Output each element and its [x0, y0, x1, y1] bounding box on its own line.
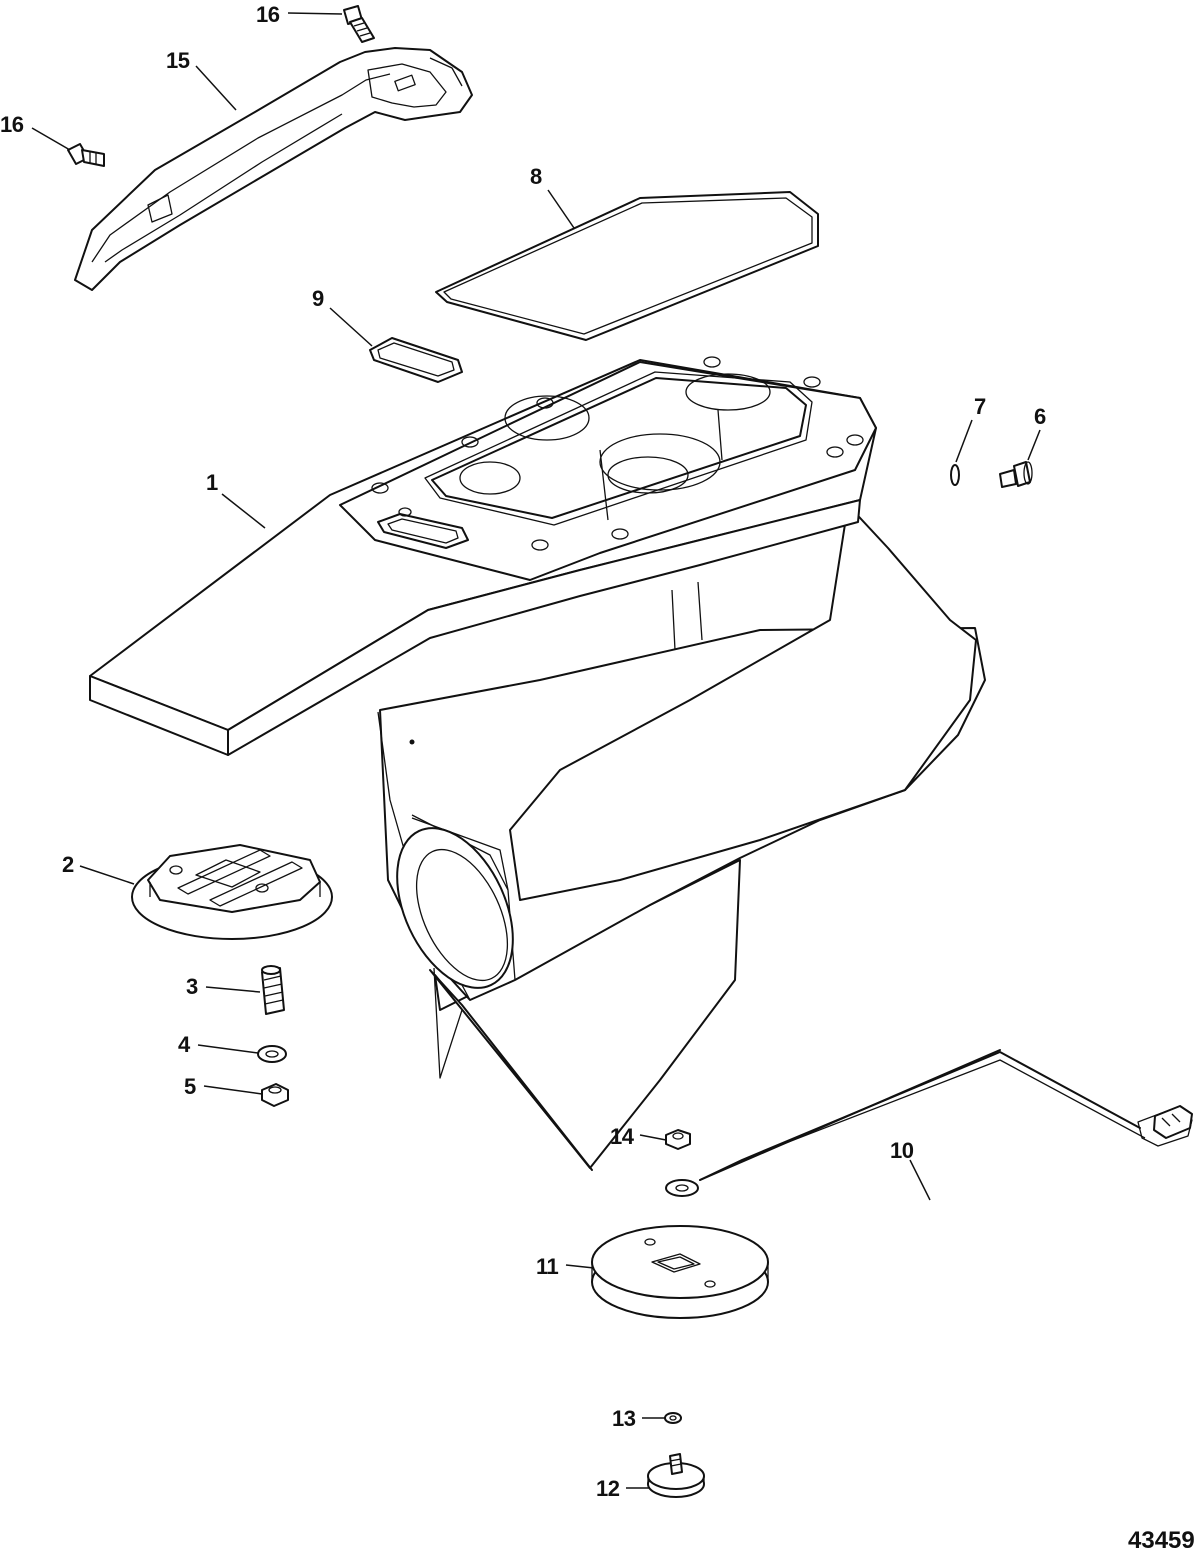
- callout-3: 3: [186, 974, 198, 999]
- part-10-ground-wire: [665, 1049, 1193, 1197]
- part-11-anode: [591, 1225, 769, 1319]
- callout-10: 10: [890, 1138, 914, 1163]
- callout-6: 6: [1034, 404, 1046, 429]
- part-14-nut: [665, 1129, 691, 1150]
- callout-12: 12: [596, 1476, 620, 1501]
- callout-8: 8: [530, 164, 542, 189]
- callout-15: 15: [166, 48, 190, 73]
- part-12-anode-screw: [647, 1453, 705, 1498]
- part-9-seal: [369, 337, 463, 383]
- part-16-screw-left: [67, 143, 105, 167]
- callout-1: 1: [206, 470, 218, 495]
- part-1-gear-housing: [89, 356, 986, 1171]
- part-2-plate: [131, 844, 333, 940]
- part-7-o-ring: [950, 464, 960, 486]
- figure-number: 43459: [1128, 1527, 1195, 1554]
- part-4-washer: [257, 1045, 287, 1063]
- callout-13: 13: [612, 1406, 636, 1431]
- part-15-handle-cover: [74, 47, 473, 291]
- callout-4: 4: [178, 1032, 191, 1057]
- leader-lines: [31, 12, 1041, 1489]
- part-3-stud: [261, 965, 285, 1015]
- part-16-screw-top: [343, 5, 375, 43]
- callout-16-left: 16: [0, 112, 24, 137]
- part-5-nut: [261, 1083, 289, 1107]
- callout-9: 9: [312, 286, 324, 311]
- callout-2: 2: [62, 852, 74, 877]
- callout-14: 14: [610, 1124, 635, 1149]
- callout-5: 5: [184, 1074, 196, 1099]
- callout-labels: 16 15 16 8 9 1 7 6 2 3 4 5 10 14 11 13 1…: [0, 2, 1047, 1501]
- part-13-washer: [664, 1412, 682, 1424]
- part-6-vent-plug: [999, 461, 1033, 488]
- callout-11: 11: [536, 1254, 559, 1279]
- callout-16-top: 16: [256, 2, 280, 27]
- callout-7: 7: [974, 394, 986, 419]
- part-8-gasket: [435, 191, 819, 341]
